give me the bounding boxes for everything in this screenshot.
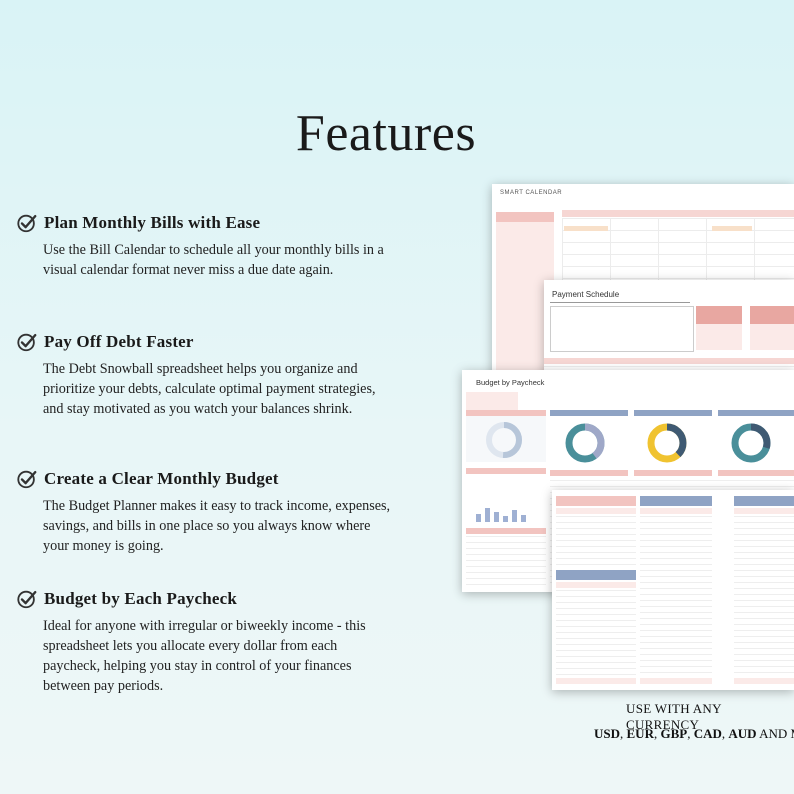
section-footers	[550, 470, 794, 476]
calendar-weekday-header	[562, 210, 794, 217]
donut-chart	[731, 423, 771, 463]
currency-code: EUR	[626, 726, 654, 741]
panel-header	[640, 496, 712, 506]
feature-description: The Budget Planner makes it easy to trac…	[43, 498, 391, 554]
panel-header	[556, 496, 636, 506]
panel-header	[734, 496, 794, 506]
payment-schedule-title: Payment Schedule	[552, 290, 620, 299]
table-rows	[556, 516, 636, 566]
calendar-title: SMART CALENDAR	[500, 190, 563, 196]
checkmark-circle-icon	[17, 590, 37, 609]
chart-bar	[485, 508, 490, 522]
section-headers	[550, 410, 794, 416]
feature-bill-calendar: Plan Monthly Bills with Ease Use the Bil…	[16, 212, 396, 280]
debt-card-header	[750, 306, 794, 324]
debt-summary-box	[550, 306, 694, 352]
total-row	[640, 678, 712, 684]
panel-header	[556, 570, 636, 580]
donut-chart	[565, 423, 605, 463]
feature-description: Use the Bill Calendar to schedule all yo…	[43, 242, 384, 278]
chart-bar	[512, 510, 517, 522]
table-rows	[734, 516, 794, 676]
feature-heading: Create a Clear Monthly Budget	[44, 469, 279, 488]
feature-budget-planner: Create a Clear Monthly Budget The Budget…	[16, 468, 396, 556]
currency-code: CAD	[693, 726, 722, 741]
feature-heading: Plan Monthly Bills with Ease	[44, 213, 261, 232]
progress-ring	[486, 422, 522, 458]
calendar-event	[564, 226, 608, 231]
feature-debt-snowball: Pay Off Debt Faster The Debt Snowball sp…	[16, 331, 396, 419]
checkmark-circle-icon	[17, 214, 37, 233]
budget-title: Budget by Paycheck	[476, 378, 545, 387]
chart-bar	[503, 516, 508, 522]
debt-card-header	[696, 306, 742, 324]
panel-header	[466, 528, 546, 534]
checkmark-circle-icon	[17, 470, 37, 489]
page-title: Features	[295, 105, 477, 162]
chart-bar	[494, 512, 499, 522]
divider	[550, 302, 690, 303]
checkmark-circle-icon	[17, 333, 37, 352]
currency-codes: USD, EUR, GBP, CAD, AUD AND M	[594, 726, 794, 742]
chart-bar	[476, 514, 481, 522]
panel-header	[466, 468, 546, 474]
chart-bar	[521, 515, 526, 522]
paycheck-info	[466, 392, 518, 410]
panel-header	[466, 410, 546, 416]
total-row	[556, 678, 636, 684]
budget-planner-preview	[552, 490, 794, 690]
bar-chart	[476, 482, 536, 522]
table-rows	[466, 536, 546, 588]
calendar-sidebar-header	[496, 212, 554, 222]
column-header	[734, 508, 794, 514]
column-header	[640, 508, 712, 514]
debt-card	[750, 324, 794, 350]
currency-code: USD	[594, 726, 621, 741]
feature-heading: Budget by Each Paycheck	[44, 589, 238, 608]
feature-description: Ideal for anyone with irregular or biwee…	[43, 618, 366, 694]
table-rows	[556, 590, 636, 676]
currency-code: AUD	[728, 726, 757, 741]
table-header	[544, 358, 794, 364]
currency-code: GBP	[660, 726, 688, 741]
column-header	[556, 508, 636, 514]
debt-card	[696, 324, 742, 350]
table-rows	[640, 516, 712, 676]
currency-suffix: AND M	[759, 726, 794, 741]
feature-description: The Debt Snowball spreadsheet helps you …	[43, 361, 376, 417]
total-row	[734, 678, 794, 684]
feature-budget-by-paycheck: Budget by Each Paycheck Ideal for anyone…	[16, 588, 396, 696]
feature-heading: Pay Off Debt Faster	[44, 332, 194, 351]
currency-note: USE WITH ANY CURRENCY	[626, 701, 722, 732]
donut-chart	[647, 423, 687, 463]
column-header	[556, 582, 636, 588]
calendar-event	[712, 226, 752, 231]
